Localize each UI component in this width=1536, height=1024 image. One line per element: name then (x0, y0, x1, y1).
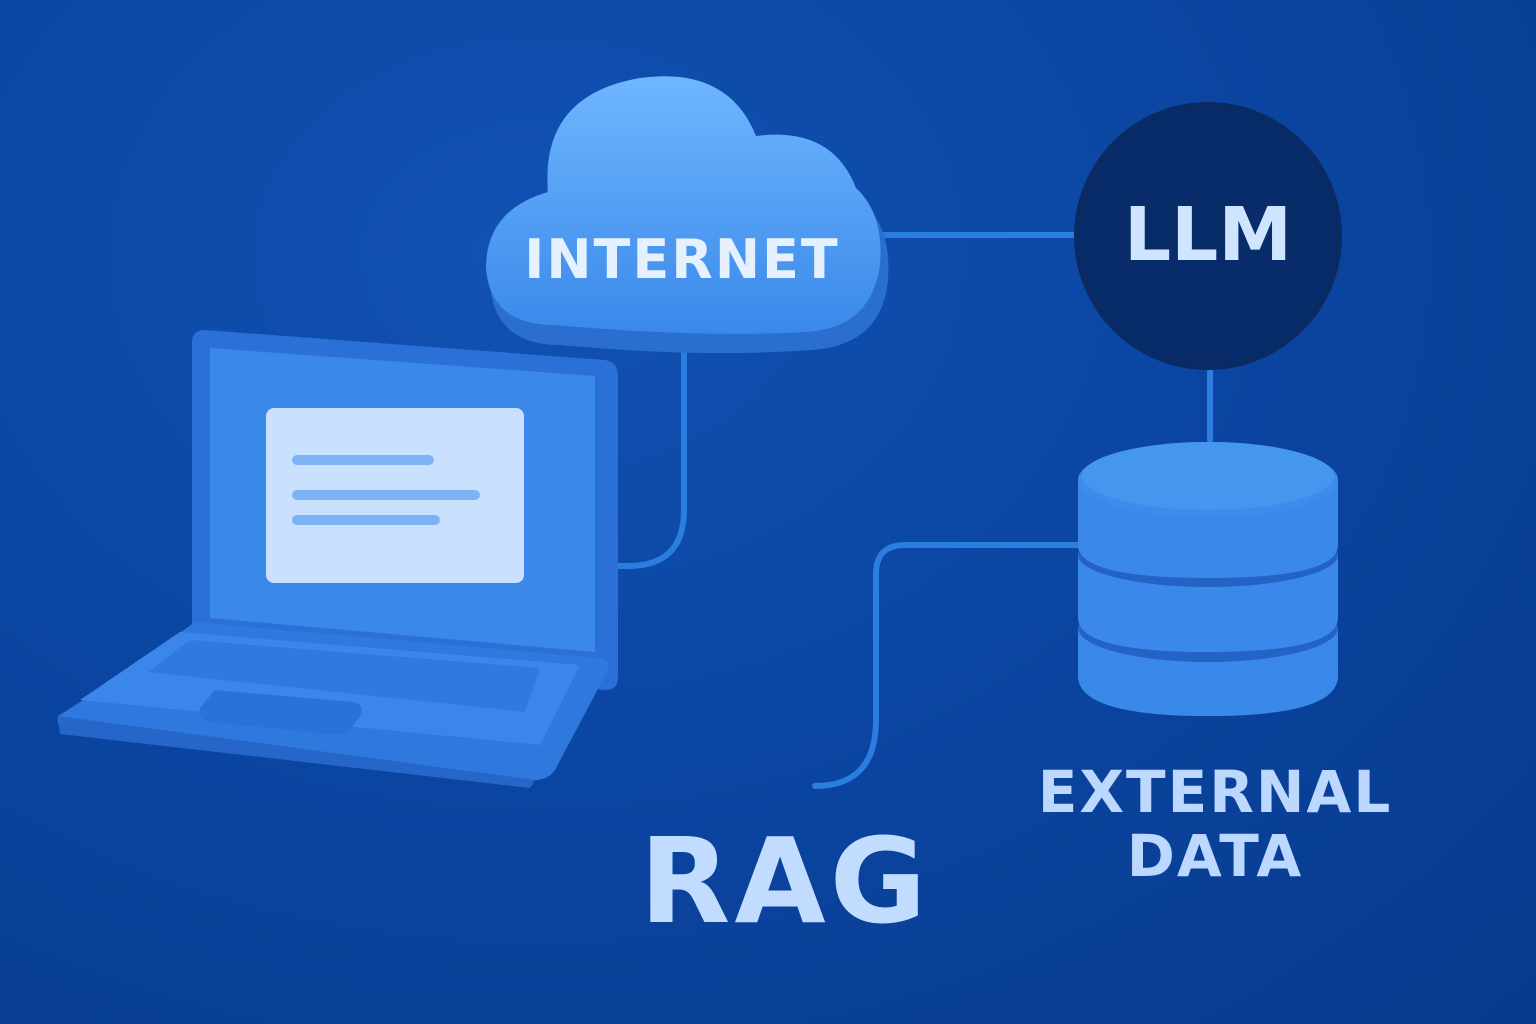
external-data-label-line1: EXTERNAL (1038, 758, 1393, 826)
connector-database-rag (812, 542, 1081, 789)
rag-title: RAG (639, 812, 930, 950)
llm-circle (1074, 102, 1342, 370)
internet-label: INTERNET (524, 228, 840, 291)
database-icon (1078, 442, 1338, 716)
cloud-icon (486, 76, 889, 354)
connector-cloud-laptop (613, 337, 687, 569)
connectors (613, 232, 1213, 789)
laptop-icon (57, 330, 618, 788)
llm-label: LLM (1124, 192, 1292, 278)
external-data-label-line2: DATA (1127, 822, 1303, 890)
